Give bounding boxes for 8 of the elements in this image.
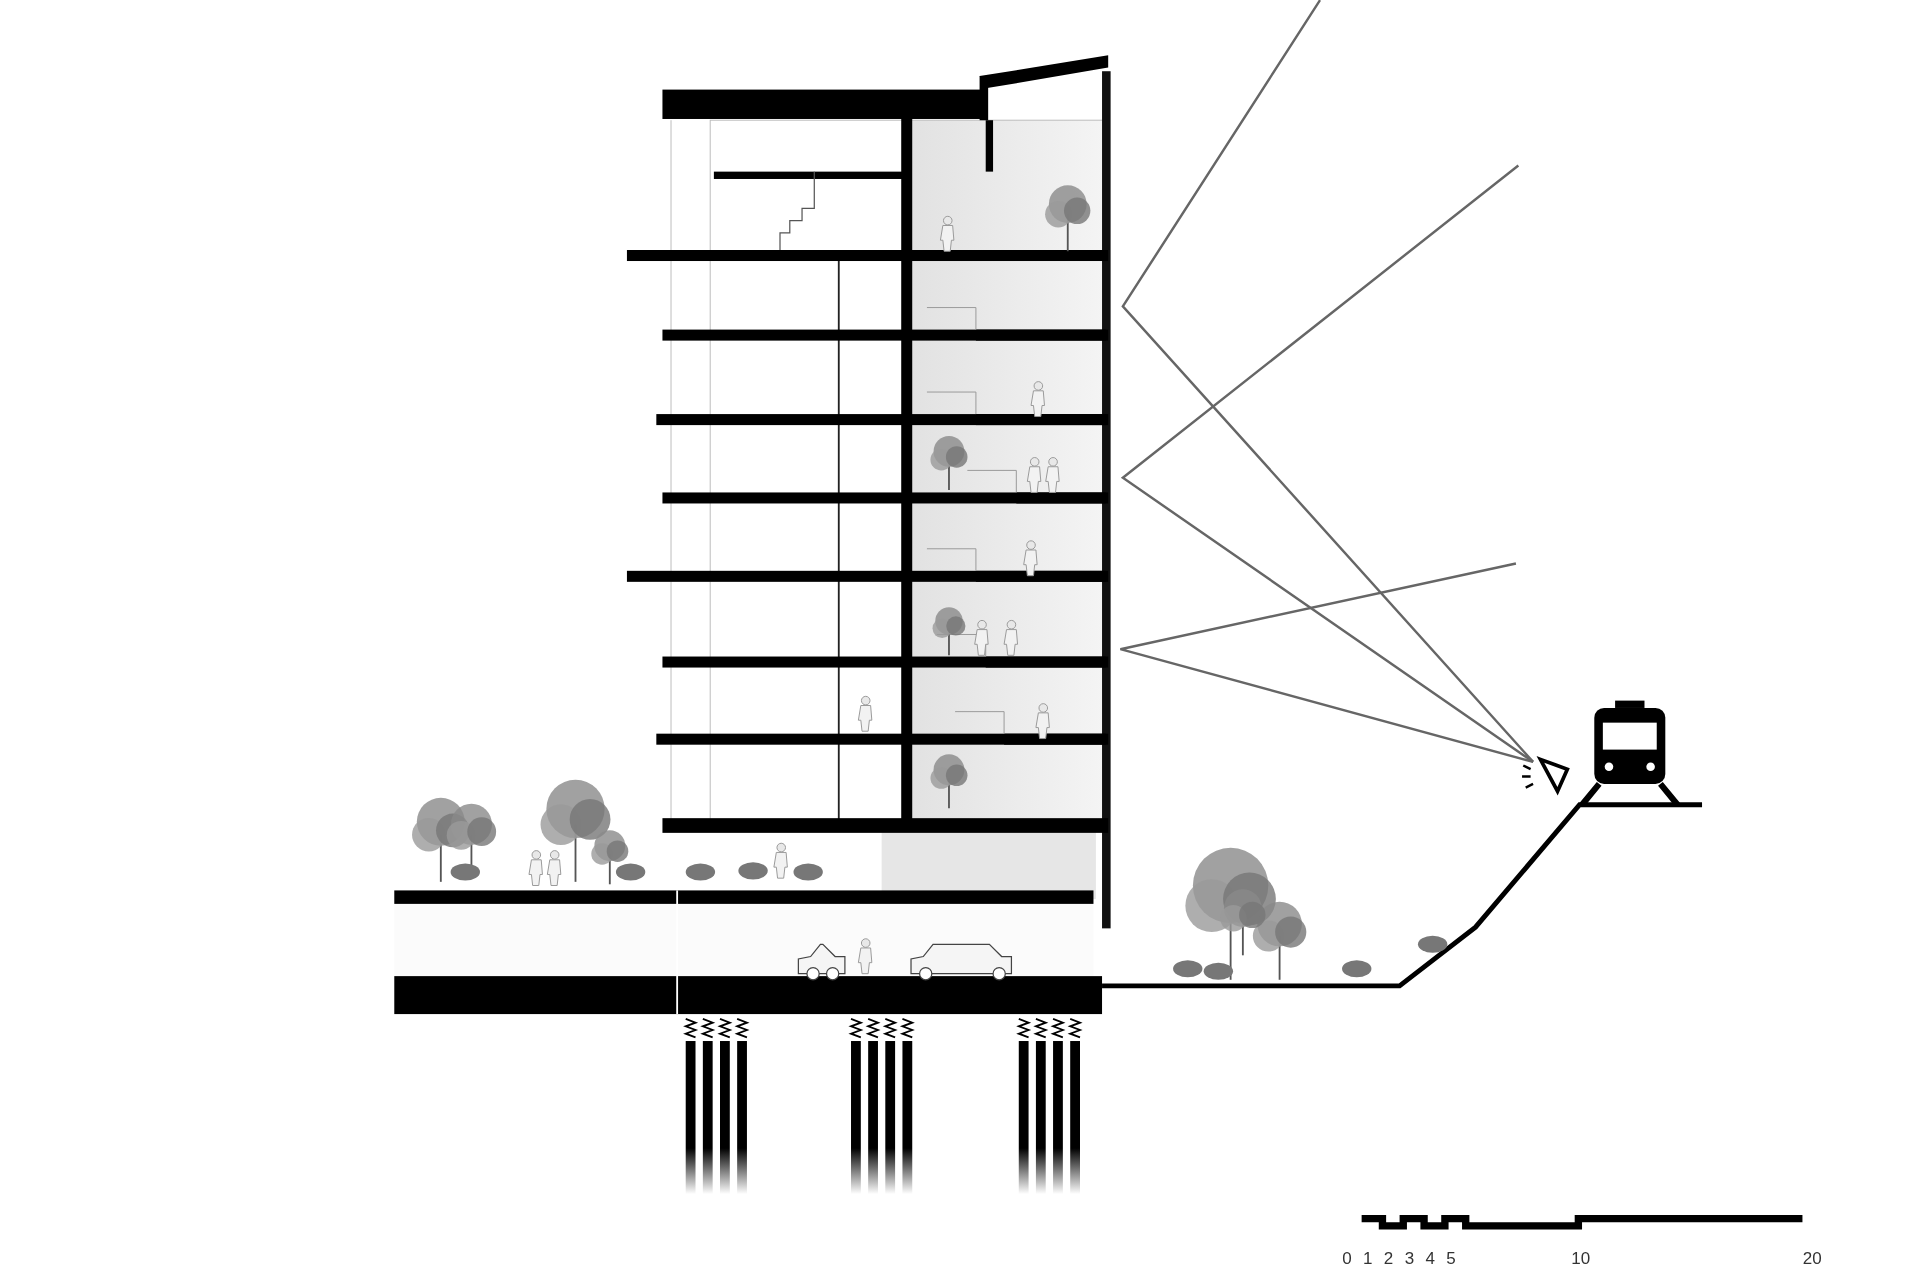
scale-label: 0 bbox=[1342, 1250, 1352, 1268]
scale-label: 10 bbox=[1571, 1250, 1591, 1268]
scale-label: 2 bbox=[1383, 1250, 1394, 1268]
scale-label: 1 bbox=[1363, 1250, 1373, 1268]
scale-label: 5 bbox=[1446, 1250, 1456, 1268]
scale-label: 4 bbox=[1425, 1250, 1435, 1268]
scale-label: 20 bbox=[1802, 1250, 1822, 1268]
scale-label: 3 bbox=[1404, 1250, 1415, 1268]
